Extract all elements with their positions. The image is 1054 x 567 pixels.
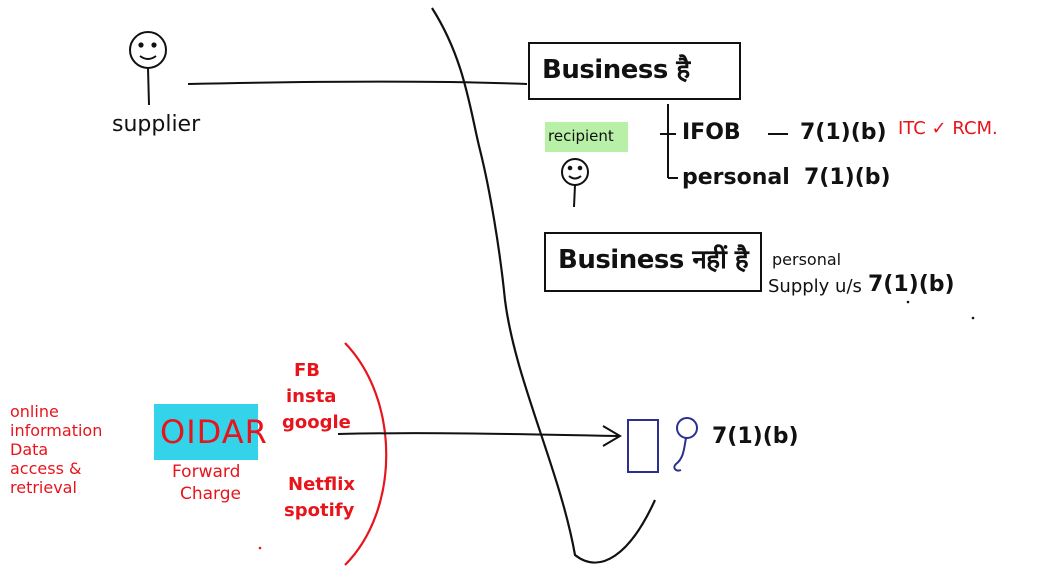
recipient-highlight — [545, 122, 628, 152]
branch-personal-rule: 7(1)(b) — [804, 165, 891, 190]
not-business-note-rule: 7(1)(b) — [868, 272, 955, 297]
oidar-expansion-4: access & — [10, 459, 82, 478]
example-google: google — [282, 412, 351, 433]
examples-red-bracket — [344, 342, 388, 566]
branch-ifob-note: ITC ✓ RCM. — [898, 118, 998, 139]
device-rule: 7(1)(b) — [712, 424, 799, 449]
ink-dot — [971, 316, 975, 320]
oidar-subnote-2: Charge — [180, 484, 242, 504]
branch-ifob-rule: 7(1)(b) — [800, 120, 887, 145]
not-business-box-label: Business नहीं है — [558, 245, 749, 275]
oidar-expansion-5: retrieval — [10, 478, 77, 497]
example-fb: FB — [294, 360, 321, 381]
oidar-expansion-2: information — [10, 421, 103, 440]
example-spotify: spotify — [284, 500, 355, 521]
device-user-icon — [673, 417, 698, 472]
business-box: Business है — [528, 42, 741, 100]
ink-dot-red — [258, 546, 262, 550]
oidar-subnote-1: Forward — [172, 462, 241, 482]
not-business-note-line2: Supply u/s — [768, 276, 862, 297]
branch-personal-label: personal — [682, 165, 790, 190]
divider-curve — [431, 7, 657, 564]
supplier-label: supplier — [112, 112, 201, 137]
oidar-acronym: OIDAR — [160, 413, 268, 451]
example-insta: insta — [286, 386, 337, 407]
ink-dot — [906, 300, 910, 304]
supplier-connector-line — [187, 80, 528, 85]
oidar-expansion-1: online — [10, 402, 59, 421]
not-business-note-line1: personal — [772, 250, 842, 269]
recipient-label: recipient — [548, 127, 614, 145]
oidar-arrow-head — [602, 425, 622, 447]
oidar-expansion-3: Data — [10, 440, 49, 459]
recipient-smiley-icon — [561, 158, 589, 208]
branch-ifob-label: IFOB — [682, 120, 741, 145]
supplier-smiley-icon — [129, 31, 167, 106]
not-business-box: Business नहीं है — [544, 232, 762, 292]
oidar-highlight — [154, 404, 258, 460]
business-box-label: Business है — [542, 55, 690, 85]
device-phone-icon — [627, 419, 659, 473]
oidar-arrow-line — [337, 432, 619, 437]
example-netflix: Netflix — [288, 474, 355, 495]
branch-bracket — [660, 104, 678, 179]
